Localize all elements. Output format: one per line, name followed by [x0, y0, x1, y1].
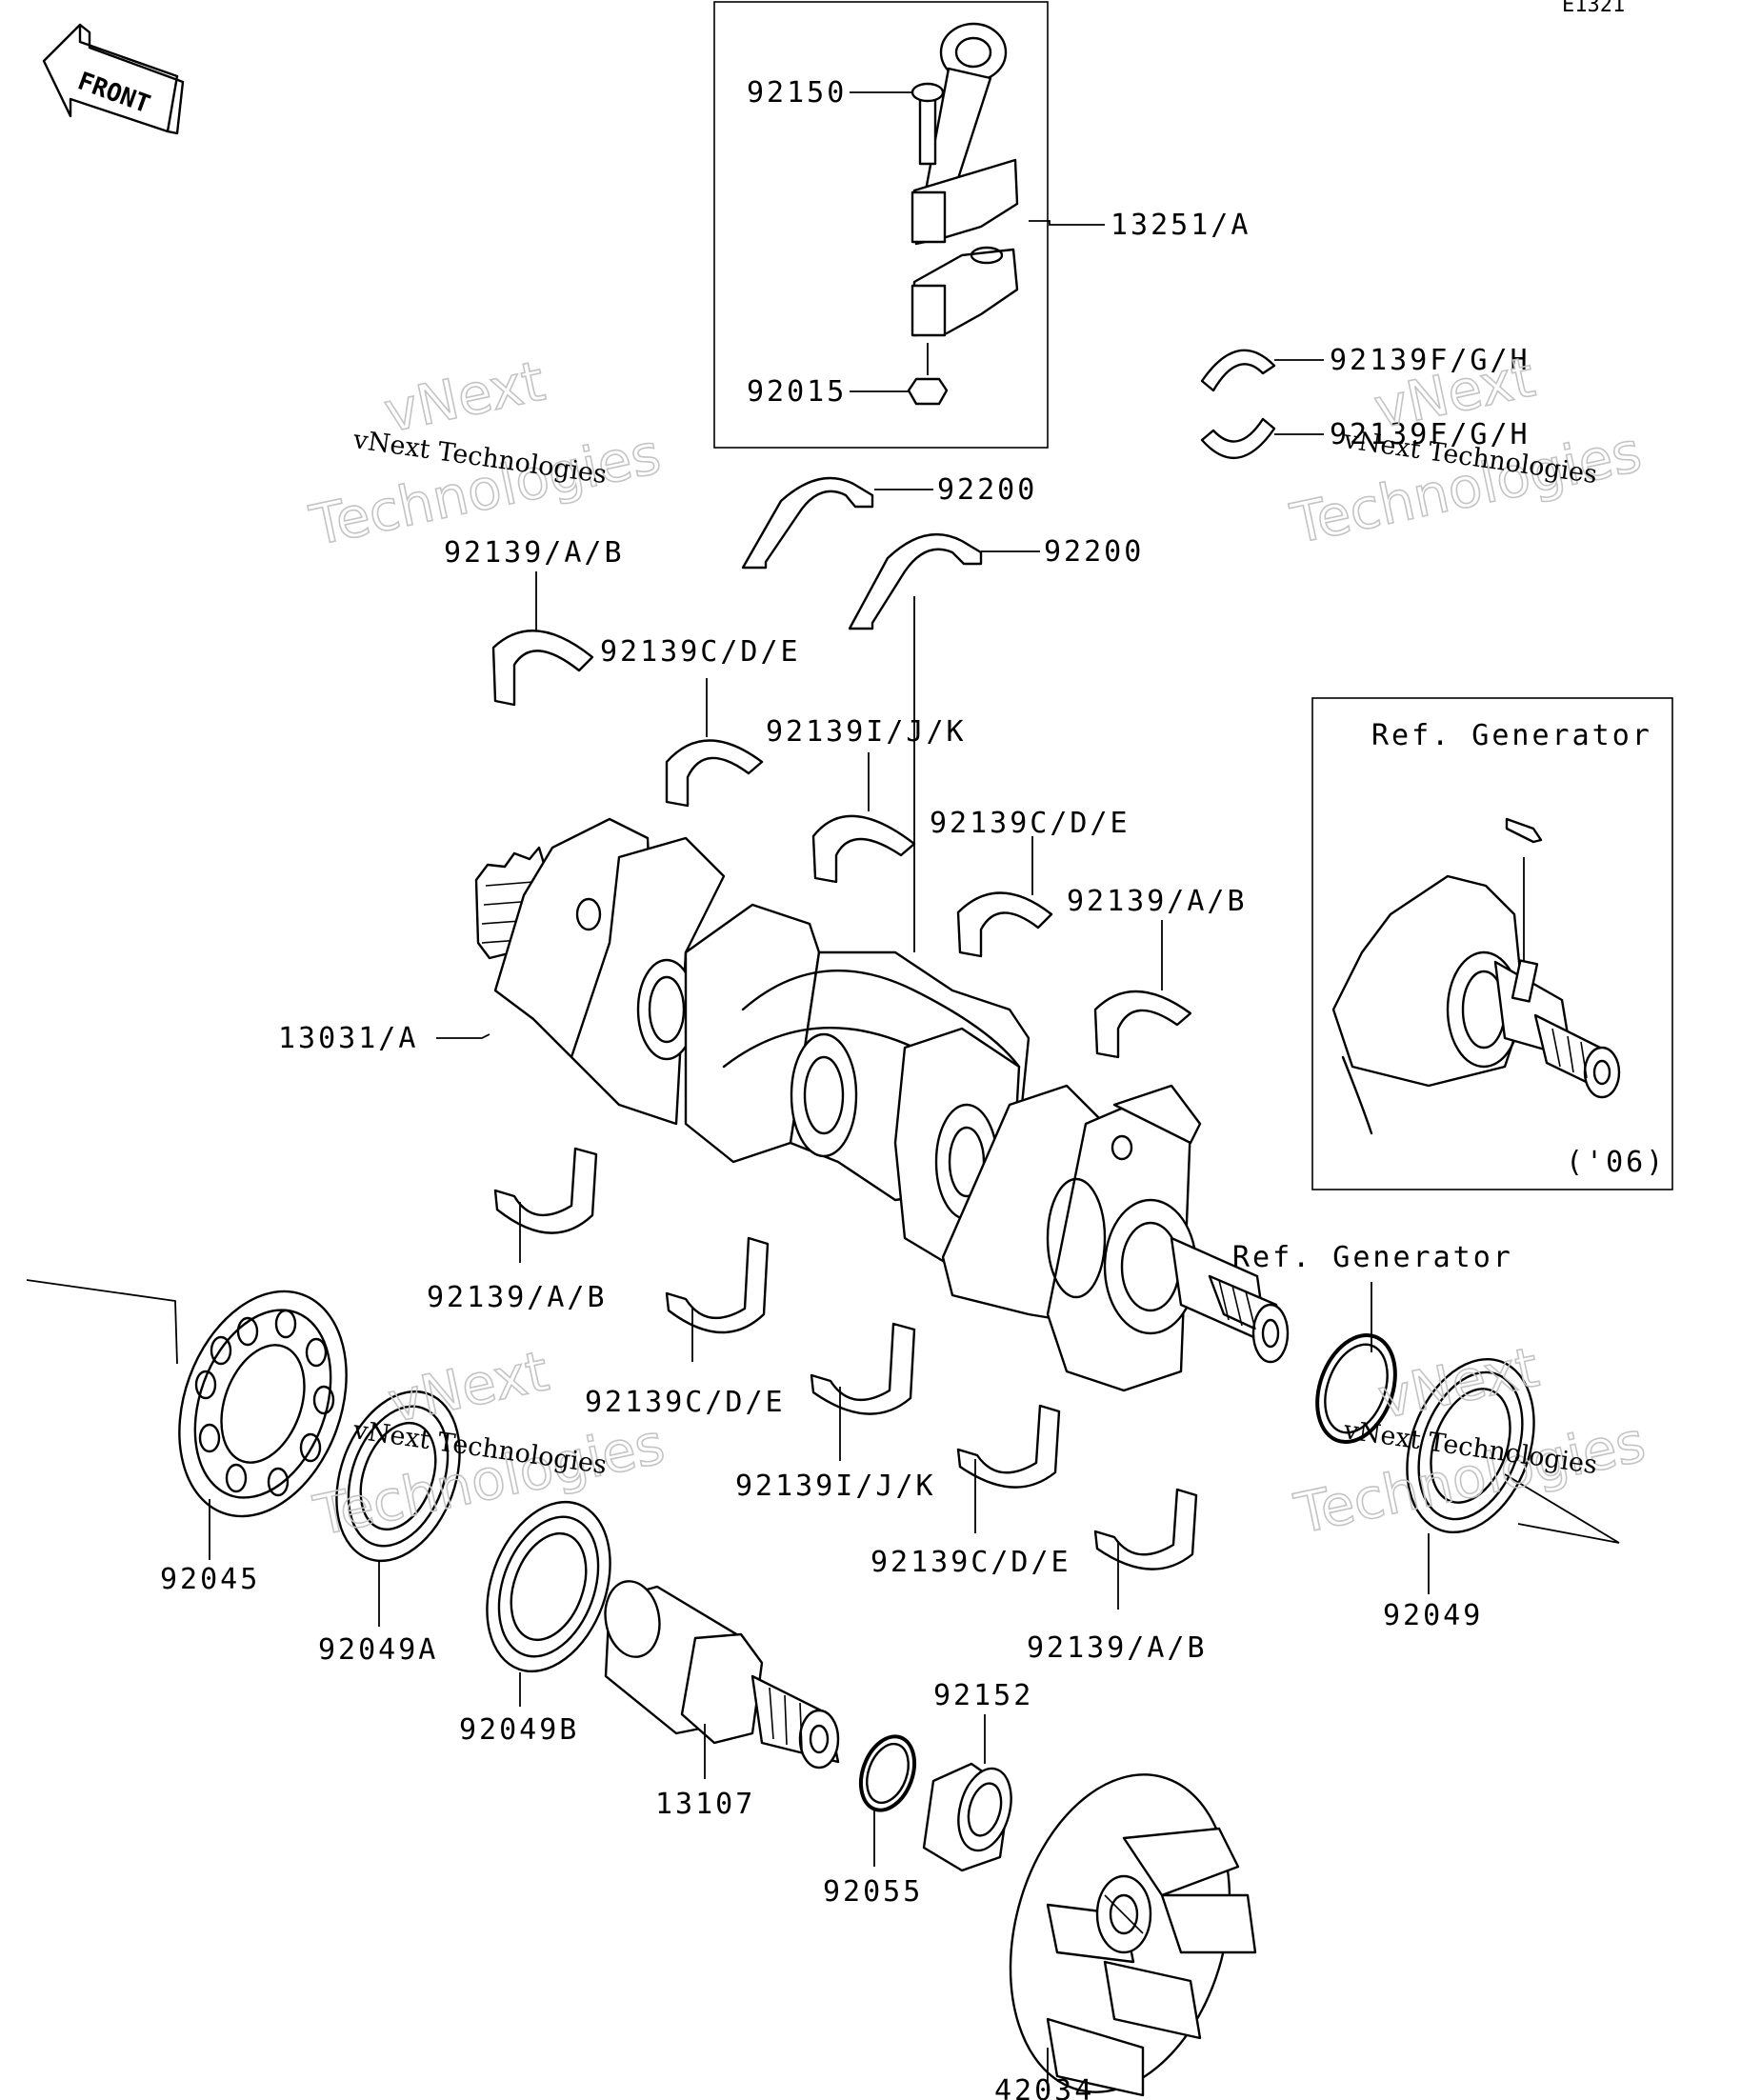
label-13251A: 13251/A: [1111, 209, 1251, 242]
label-92139FGH-1: 92139F/G/H: [1330, 344, 1531, 377]
connecting-rod-icon: [907, 22, 1019, 406]
diagram-code: E1321: [1562, 0, 1625, 17]
thrust-washer-icon: [741, 476, 983, 630]
bearing-shell-icon: [1200, 349, 1276, 460]
label-13107: 13107: [655, 1788, 755, 1821]
label-92015: 92015: [747, 375, 847, 409]
roller-bearing-icon: [178, 1290, 348, 1518]
oring-icon: [1315, 1332, 1397, 1445]
label-92139IJK-top: 92139I/J/K: [766, 715, 967, 749]
inset-title: Ref. Generator: [1371, 719, 1652, 752]
label-92139CDE-low: 92139C/D/E: [585, 1386, 786, 1419]
crankshaft-detail-icon: [1331, 817, 1621, 1135]
oring-92055-icon: [858, 1734, 917, 1812]
label-92045: 92045: [160, 1563, 260, 1596]
label-92049B: 92049B: [459, 1713, 579, 1747]
label-92139CDE-low2: 92139C/D/E: [870, 1546, 1071, 1579]
label-92152: 92152: [933, 1679, 1033, 1712]
coupling-shaft-icon: [604, 1580, 840, 1770]
label-13031A: 13031/A: [278, 1022, 418, 1055]
label-92139AB-top: 92139/A/B: [444, 536, 625, 570]
label-92139AB-low: 92139/A/B: [427, 1281, 608, 1314]
crankshaft-icon: [474, 817, 1290, 1392]
label-92139AB-low2: 92139/A/B: [1027, 1631, 1208, 1665]
label-92200-2: 92200: [1044, 535, 1144, 569]
label-92139FGH-2: 92139F/G/H: [1330, 418, 1531, 451]
svg-text:vNext: vNext: [383, 1338, 554, 1435]
front-arrow-icon: FRONT: [42, 23, 185, 135]
main-bearing-upper-icon: [491, 630, 1192, 1059]
label-42034: 42034: [994, 2074, 1094, 2100]
label-92200-1: 92200: [937, 473, 1037, 507]
coupling-42034-icon: [1009, 1773, 1257, 2097]
label-92049: 92049: [1383, 1599, 1483, 1632]
label-92049A: 92049A: [318, 1633, 438, 1667]
inset-note: ('06): [1566, 1146, 1666, 1179]
inset-box: [1311, 697, 1673, 1190]
svg-text:vNext: vNext: [379, 349, 550, 446]
label-92139CDE-mid: 92139C/D/E: [930, 807, 1131, 840]
label-92150: 92150: [747, 76, 847, 110]
seal-92049A-icon: [335, 1390, 461, 1563]
label-92139AB-mid: 92139/A/B: [1067, 885, 1248, 918]
seal-92049B-icon: [486, 1500, 611, 1673]
collar-92152-icon: [922, 1762, 1012, 1872]
ref-generator-label: Ref. Generator: [1232, 1241, 1513, 1274]
label-92139CDE-top: 92139C/D/E: [600, 635, 801, 669]
oil-seal-icon: [1406, 1357, 1535, 1534]
conrod-box: [713, 1, 1049, 449]
label-92055: 92055: [823, 1875, 923, 1909]
label-92139IJK-low: 92139I/J/K: [735, 1470, 936, 1503]
